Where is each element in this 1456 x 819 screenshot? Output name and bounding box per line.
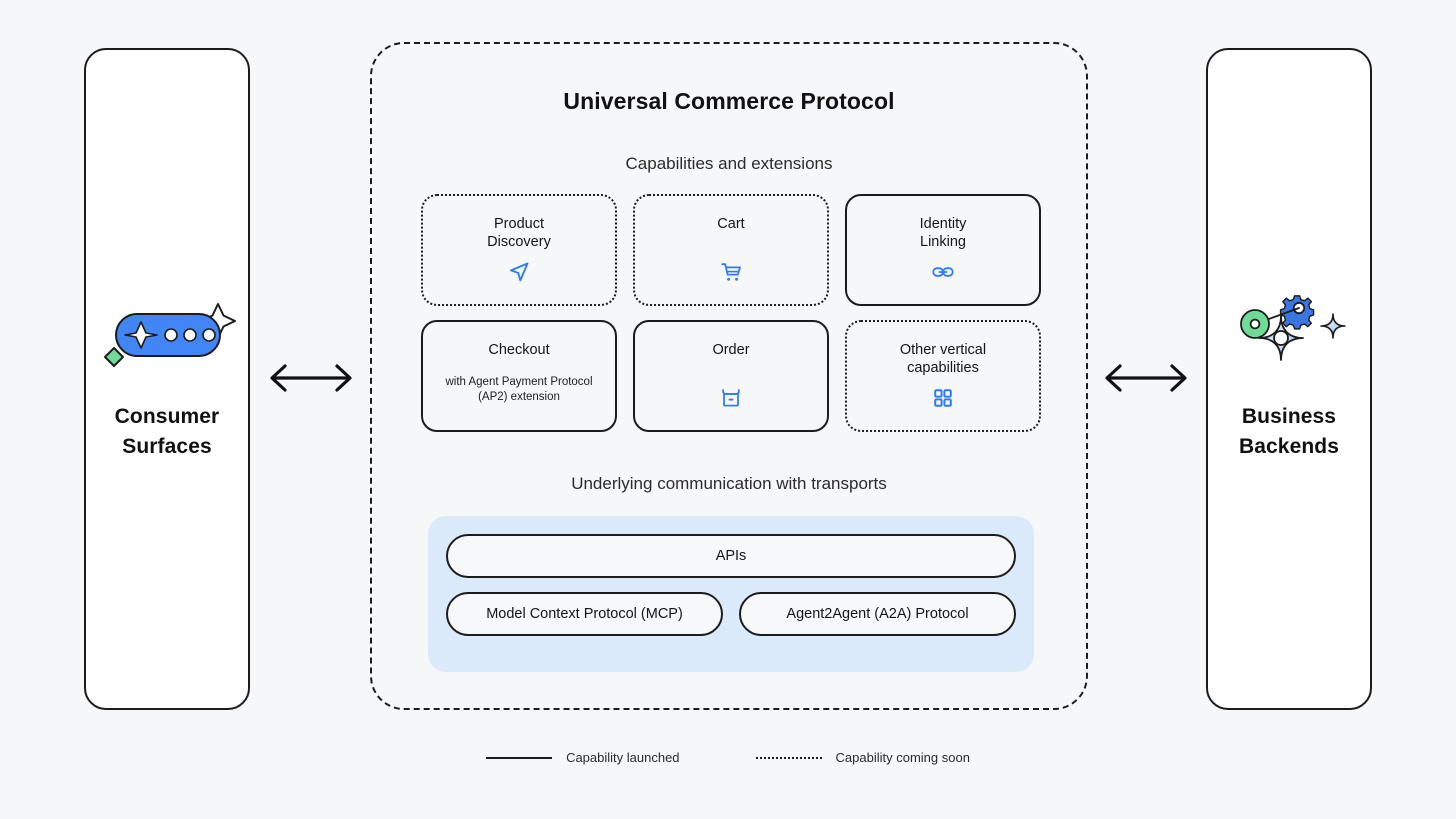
capability-card-identity-linking[interactable]: Identity Linking: [845, 194, 1041, 306]
capability-card-cart[interactable]: Cart: [633, 194, 829, 306]
page-title: Universal Commerce Protocol: [563, 88, 895, 114]
capability-title-line1: Cart: [717, 216, 745, 232]
legend-item-coming-soon: Capability coming soon: [755, 750, 970, 765]
legend-coming-soon-label: Capability coming soon: [835, 750, 970, 765]
capability-title-line1: Other vertical: [899, 342, 987, 358]
capability-title: Identity Linking: [920, 215, 967, 251]
capability-title-line1: Order: [712, 342, 750, 358]
capability-title: Product Discovery: [487, 215, 551, 251]
capability-title-line2: Linking: [920, 234, 966, 250]
transport-pill-row: Model Context Protocol (MCP) Agent2Agent…: [446, 592, 1016, 636]
gears-sparkle-icon: [1219, 290, 1359, 382]
business-backends-label-line1: Business: [1241, 405, 1337, 428]
business-backends-label-line2: Backends: [1238, 435, 1340, 458]
legend-item-launched: Capability launched: [486, 750, 680, 765]
connector-left-double-arrow-icon: [263, 360, 359, 396]
consumer-surfaces-label: Consumer Surfaces: [115, 402, 220, 462]
legend-launched-label: Capability launched: [566, 750, 680, 765]
business-backends-panel: Business Backends: [1206, 48, 1372, 710]
legend-dotted-line-icon: [755, 756, 822, 759]
transport-pill-apis[interactable]: APIs: [446, 534, 1016, 578]
capability-title-line2: capabilities: [907, 360, 979, 376]
capability-card-checkout[interactable]: Checkout with Agent Payment Protocol (AP…: [421, 320, 617, 432]
capability-title-line2: Discovery: [487, 234, 551, 250]
business-backends-label: Business Backends: [1239, 402, 1339, 462]
grid-four-squares-icon: [931, 386, 955, 410]
connector-right-double-arrow-icon: [1098, 360, 1194, 396]
inbox-box-icon: [719, 386, 743, 410]
capability-card-order[interactable]: Order: [633, 320, 829, 432]
capability-title-line1: Product: [494, 216, 544, 232]
link-chain-icon: [931, 260, 955, 284]
capability-title: Checkout: [488, 341, 549, 359]
capability-title-line1: Checkout: [488, 342, 550, 358]
universal-commerce-protocol-container: Universal Commerce Protocol Capabilities…: [370, 42, 1088, 710]
capability-card-product-discovery[interactable]: Product Discovery: [421, 194, 617, 306]
transports-band: APIs Model Context Protocol (MCP) Agent2…: [428, 516, 1034, 672]
transports-heading: Underlying communication with transports: [571, 474, 887, 493]
transport-pill-mcp[interactable]: Model Context Protocol (MCP): [446, 592, 723, 636]
consumer-surfaces-label-line2: Surfaces: [122, 435, 212, 458]
consumer-surfaces-label-line1: Consumer: [114, 405, 220, 428]
navigation-arrow-icon: [507, 260, 531, 284]
capability-card-other-vertical[interactable]: Other vertical capabilities: [845, 320, 1041, 432]
capability-title: Order: [712, 341, 749, 359]
consumer-surfaces-panel: Consumer Surfaces: [84, 48, 250, 710]
capability-title: Other vertical capabilities: [900, 341, 986, 377]
shopping-cart-icon: [719, 260, 743, 284]
transport-pill-a2a[interactable]: Agent2Agent (A2A) Protocol: [739, 592, 1016, 636]
capabilities-grid: Product Discovery Cart: [421, 194, 1041, 432]
capability-title: Cart: [717, 215, 744, 233]
legend: Capability launched Capability coming so…: [0, 750, 1456, 765]
capabilities-heading: Capabilities and extensions: [625, 154, 833, 173]
legend-solid-line-icon: [486, 756, 553, 759]
chat-bubble-sparkle-icon: [97, 290, 237, 382]
capability-title-line1: Identity: [919, 216, 967, 232]
capability-subtitle: with Agent Payment Protocol (AP2) extens…: [445, 376, 593, 403]
